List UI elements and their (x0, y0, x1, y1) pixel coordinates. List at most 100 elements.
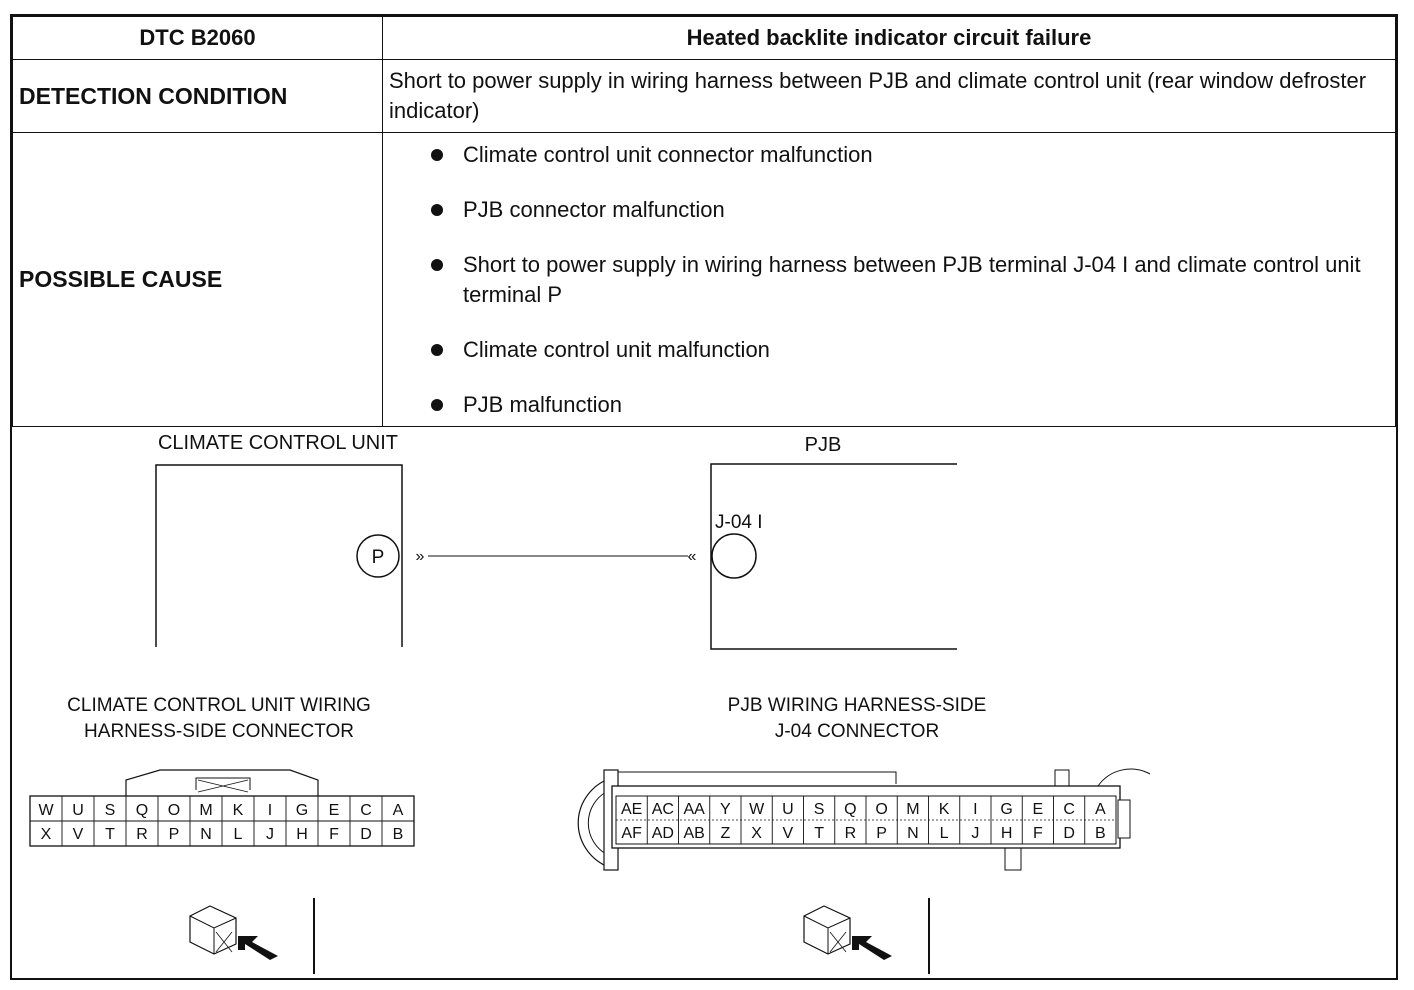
bullet-icon (431, 399, 443, 411)
detection-label: DETECTION CONDITION (12, 59, 383, 133)
pjb-connector-title-line2: J-04 CONNECTOR (775, 721, 939, 742)
pin-label-bottom: X (751, 825, 762, 842)
ccu-connector-title-line2: HARNESS-SIDE CONNECTOR (84, 721, 354, 742)
cause-text: PJB connector malfunction (463, 197, 725, 222)
ccu-connector-title-line1: CLIMATE CONTROL UNIT WIRING (67, 695, 371, 716)
cause-text: PJB malfunction (463, 392, 622, 417)
pin-label-top: AC (652, 801, 674, 818)
list-item: Short to power supply in wiring harness … (383, 250, 1389, 310)
pin-label-top: K (233, 802, 244, 819)
ccu-terminal-label: P (372, 547, 385, 568)
pin-label-bottom: Z (720, 825, 730, 842)
pin-label-top: M (199, 802, 212, 819)
ccu-title: CLIMATE CONTROL UNIT (158, 432, 398, 454)
bullet-icon (431, 344, 443, 356)
pin-label-top: G (296, 802, 308, 819)
cause-text: Short to power supply in wiring harness … (463, 252, 1361, 307)
pjb-box (710, 463, 957, 650)
pin-label-top: I (973, 801, 977, 818)
pin-label-top: G (1000, 801, 1012, 818)
pin-label-bottom: H (1001, 825, 1013, 842)
pin-label-top: Q (136, 802, 148, 819)
list-item: Climate control unit connector malfuncti… (383, 140, 1389, 170)
pin-label-bottom: H (296, 826, 308, 843)
pin-label-bottom: L (234, 826, 243, 843)
list-item: PJB malfunction (383, 390, 1389, 420)
detection-text: Short to power supply in wiring harness … (382, 59, 1396, 133)
pin-label-bottom: V (783, 825, 794, 842)
pin-label-bottom: P (876, 825, 887, 842)
pin-label-bottom: D (360, 826, 372, 843)
ccu-box (155, 464, 403, 647)
pin-label-bottom: V (73, 826, 84, 843)
pin-label-bottom: N (200, 826, 212, 843)
pin-label-bottom: D (1063, 825, 1075, 842)
pin-label-bottom: R (136, 826, 148, 843)
pin-label-bottom: R (845, 825, 857, 842)
dtc-info-table: DTC B2060 Heated backlite indicator circ… (12, 16, 1396, 427)
pin-label-bottom: T (814, 825, 824, 842)
pin-label-bottom: P (169, 826, 180, 843)
pin-label-top: C (360, 802, 372, 819)
pin-label-top: O (168, 802, 180, 819)
page-frame (10, 14, 1398, 980)
list-item: Climate control unit malfunction (383, 335, 1389, 365)
dtc-title: Heated backlite indicator circuit failur… (382, 16, 1396, 60)
pin-label-top: Q (844, 801, 856, 818)
pin-label-top: U (72, 802, 84, 819)
pin-label-bottom: T (105, 826, 115, 843)
pjb-connector-title-line1: PJB WIRING HARNESS-SIDE (728, 695, 987, 716)
pin-label-top: W (38, 802, 54, 819)
pin-label-bottom: J (266, 826, 274, 843)
pin-label-bottom: F (1033, 825, 1043, 842)
pin-label-bottom: AB (683, 825, 704, 842)
bullet-icon (431, 259, 443, 271)
pin-label-bottom: X (41, 826, 52, 843)
pin-label-top: E (1033, 801, 1044, 818)
ccu-terminal-circle (356, 534, 400, 578)
pin-label-bottom: N (907, 825, 919, 842)
cause-list: Climate control unit connector malfuncti… (383, 140, 1389, 420)
bullet-icon (431, 204, 443, 216)
cause-label: POSSIBLE CAUSE (12, 132, 383, 427)
pin-label-top: U (782, 801, 794, 818)
pin-label-bottom: B (1095, 825, 1106, 842)
pjb-title: PJB (805, 434, 842, 456)
pin-label-top: Y (720, 801, 731, 818)
pin-label-top: A (1095, 801, 1106, 818)
view-direction-icon (803, 898, 930, 974)
bullet-icon (431, 149, 443, 161)
pin-label-top: I (268, 802, 272, 819)
pin-label-top: S (814, 801, 825, 818)
connector-symbol-icon: « (688, 548, 697, 565)
cause-text: Climate control unit connector malfuncti… (463, 142, 873, 167)
pin-label-top: S (105, 802, 116, 819)
pin-label-top: W (749, 801, 765, 818)
pin-label-top: M (906, 801, 919, 818)
pin-label-top: AE (621, 801, 642, 818)
pin-label-bottom: L (940, 825, 949, 842)
pin-label-bottom: AF (621, 825, 642, 842)
pin-label-top: AA (683, 801, 705, 818)
pin-label-bottom: AD (652, 825, 674, 842)
pin-label-top: O (875, 801, 887, 818)
view-direction-icon (189, 898, 315, 974)
pin-label-bottom: B (393, 826, 404, 843)
pjb-terminal-circle (711, 533, 757, 579)
pjb-terminal-label: J-04 I (715, 512, 763, 533)
pin-label-bottom: J (971, 825, 979, 842)
list-item: PJB connector malfunction (383, 195, 1389, 225)
header-row: DTC B2060 Heated backlite indicator circ… (12, 16, 1396, 60)
connector-symbol-icon: » (416, 548, 425, 565)
pin-label-top: K (939, 801, 950, 818)
cause-row: POSSIBLE CAUSE Climate control unit conn… (12, 132, 1396, 427)
detection-row: DETECTION CONDITION Short to power suppl… (12, 59, 1396, 133)
cause-text: Climate control unit malfunction (463, 337, 770, 362)
pin-label-top: C (1063, 801, 1075, 818)
pin-label-bottom: F (329, 826, 339, 843)
pin-label-top: E (329, 802, 340, 819)
cause-cell: Climate control unit connector malfuncti… (382, 132, 1396, 427)
